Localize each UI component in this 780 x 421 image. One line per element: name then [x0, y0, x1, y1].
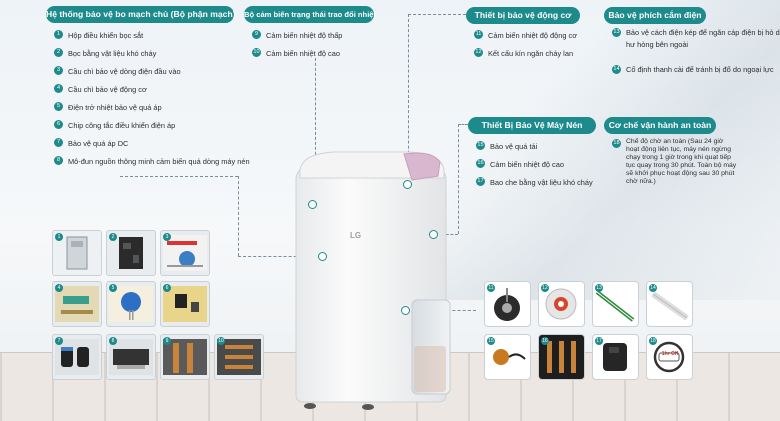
marker-dot	[318, 252, 327, 261]
connector-line	[120, 176, 238, 177]
tile-dc-protection: 7	[52, 334, 102, 380]
tile-motor-temp-sensor: 11	[484, 281, 531, 327]
tile-metal-box: 1	[52, 230, 102, 276]
compressor-protection-title: Thiết Bị Bảo Vệ Máy Nén	[468, 117, 596, 134]
tile-input-fuse: 3	[160, 230, 210, 276]
safety-mechanism-title: Cơ chế vận hành an toàn	[604, 117, 716, 134]
sticker-label: 1hr Off	[661, 351, 679, 357]
motor-protection-title: Thiết bị bảo vệ động cơ	[466, 7, 580, 24]
tile-power-module: 8	[106, 334, 156, 380]
tile-motor-fuse: 4	[52, 281, 102, 327]
connector-line	[458, 124, 459, 234]
plug-protection-title: Bảo vệ phích cắm điện	[604, 7, 706, 24]
tile-compressor-cover: 17	[592, 334, 639, 380]
dehumidifier-device	[292, 150, 452, 410]
lg-logo: LG	[350, 231, 362, 240]
marker-dot	[429, 230, 438, 239]
main-board-title: Hệ thống bảo vệ bo mạch chủ (Bộ phận mạc…	[46, 6, 236, 23]
tile-thermistor: 5	[106, 281, 156, 327]
tile-high-temp-sensor: 10	[214, 334, 264, 380]
connector-line	[408, 14, 409, 184]
wall-shadow	[430, 0, 780, 300]
tile-low-temp-sensor: 9	[160, 334, 210, 380]
tile-double-insulated-cable: 13	[592, 281, 639, 327]
tile-voltage-chip: 6	[160, 281, 210, 327]
heat-sensor-title: Bộ cảm biến trạng thái trao đổi nhiệt	[244, 6, 376, 23]
marker-dot	[308, 200, 317, 209]
connector-line	[238, 256, 322, 257]
connector-line	[238, 176, 239, 256]
marker-dot	[401, 306, 410, 315]
tile-overload-protector: 15	[484, 334, 531, 380]
tile-compressor-temp-sensor: 16	[538, 334, 585, 380]
connector-line	[458, 124, 468, 125]
connector-line	[408, 14, 466, 15]
marker-dot	[403, 180, 412, 189]
tile-safety-standby: 18 1hr Off	[646, 334, 693, 380]
tile-flame-retardant-cover: 2	[106, 230, 156, 276]
tile-cable-clip: 14	[646, 281, 693, 327]
tile-sealed-motor: 12	[538, 281, 585, 327]
connector-line	[315, 58, 316, 204]
